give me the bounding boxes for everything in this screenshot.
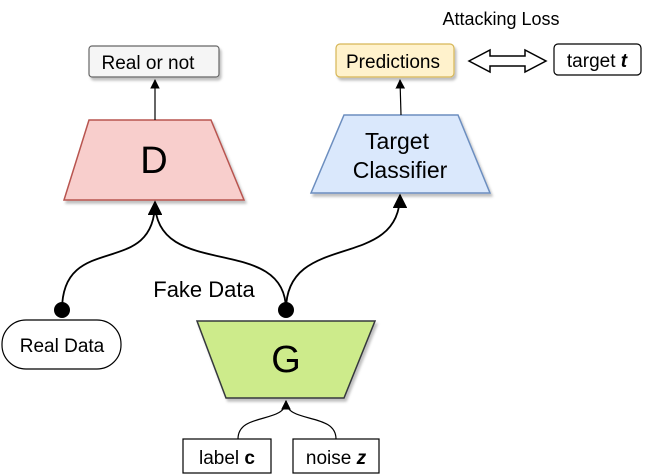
- predictions-label: Predictions: [346, 52, 440, 73]
- noise-var: z: [356, 448, 367, 469]
- classifier-line-2: Classifier: [353, 157, 448, 183]
- real-data-output-dot: [54, 302, 70, 318]
- generator-label: G: [271, 339, 301, 381]
- real-data-box: Real Data: [1, 319, 122, 370]
- classifier-line-1: Target: [365, 128, 430, 154]
- label-var: c: [244, 448, 255, 469]
- predictions-box: Predictions: [335, 43, 455, 78]
- target-classifier-block: Target Classifier: [309, 114, 492, 194]
- generator-output-dot: [278, 302, 294, 318]
- noise-z-box: noise z: [292, 438, 380, 474]
- real-or-not-box: Real or not: [88, 45, 220, 78]
- discriminator-block: D: [62, 119, 246, 201]
- label-c-box: label c: [182, 438, 272, 474]
- fake-data-to-d-arrow: [147, 200, 287, 311]
- label-c-label: label c: [199, 448, 255, 469]
- discriminator-label: D: [140, 140, 167, 182]
- double-arrow: [467, 48, 548, 74]
- target-prefix: target: [567, 51, 621, 72]
- fake-data-label: Fake Data: [153, 277, 255, 302]
- label-prefix: label: [199, 448, 244, 469]
- real-data-label: Real Data: [20, 336, 105, 357]
- real-data-to-d-arrow: [61, 200, 163, 311]
- noise-prefix: noise: [306, 448, 357, 469]
- target-t-box: target t: [553, 43, 642, 76]
- connectors: [61, 79, 408, 440]
- noise-to-g-arrow: [281, 400, 337, 440]
- generator-block: G: [195, 320, 377, 399]
- real-or-not-label: Real or not: [102, 53, 196, 74]
- target-var: t: [621, 51, 628, 72]
- noise-z-label: noise z: [306, 448, 367, 469]
- target-t-label: target t: [567, 51, 628, 72]
- fake-data-to-classifier-arrow: [285, 193, 408, 311]
- classifier-to-predictions-arrow: [395, 79, 406, 116]
- label-to-g-arrow: [237, 400, 291, 440]
- attacking-loss-title: Attacking Loss: [442, 9, 559, 29]
